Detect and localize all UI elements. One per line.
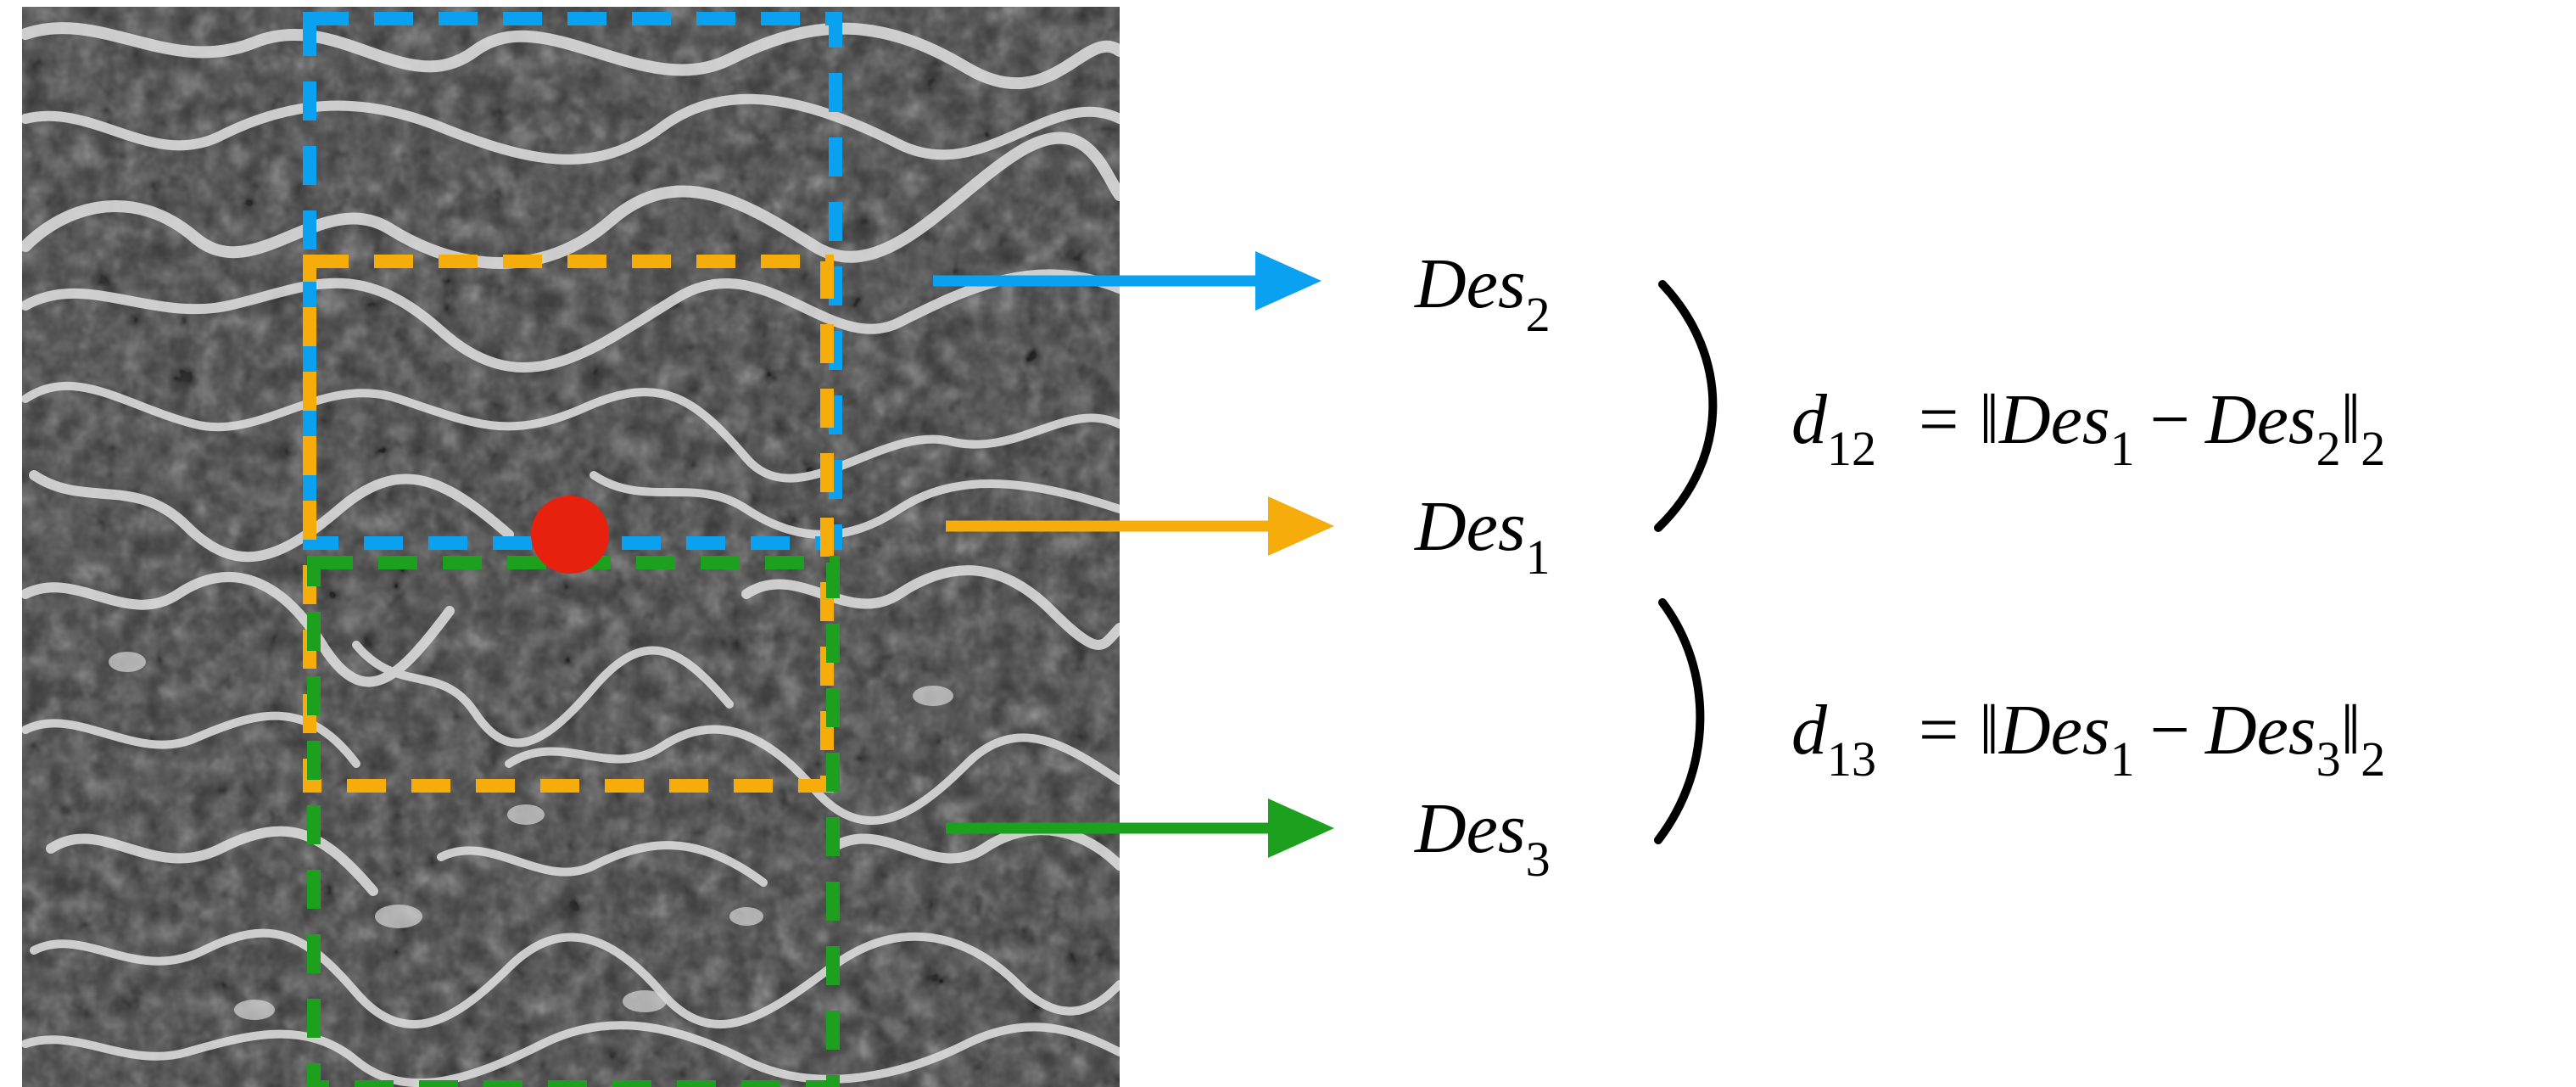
equation-d12: d12=‖Des1−Des2‖2	[1791, 380, 2385, 476]
bracket-d12	[1654, 280, 1718, 532]
bracket-d13	[1654, 598, 1705, 844]
patch-box-des1	[303, 255, 834, 793]
label-des3: Des3	[1414, 789, 1551, 887]
arrow-des2	[933, 251, 1322, 311]
equation-d13: d13=‖Des1−Des3‖2	[1791, 691, 2385, 787]
keypoint-dot	[531, 496, 609, 574]
arrow-des1	[946, 496, 1334, 556]
label-des2: Des2	[1414, 244, 1551, 342]
arrow-des3	[946, 798, 1334, 858]
label-des1: Des1	[1414, 487, 1551, 585]
